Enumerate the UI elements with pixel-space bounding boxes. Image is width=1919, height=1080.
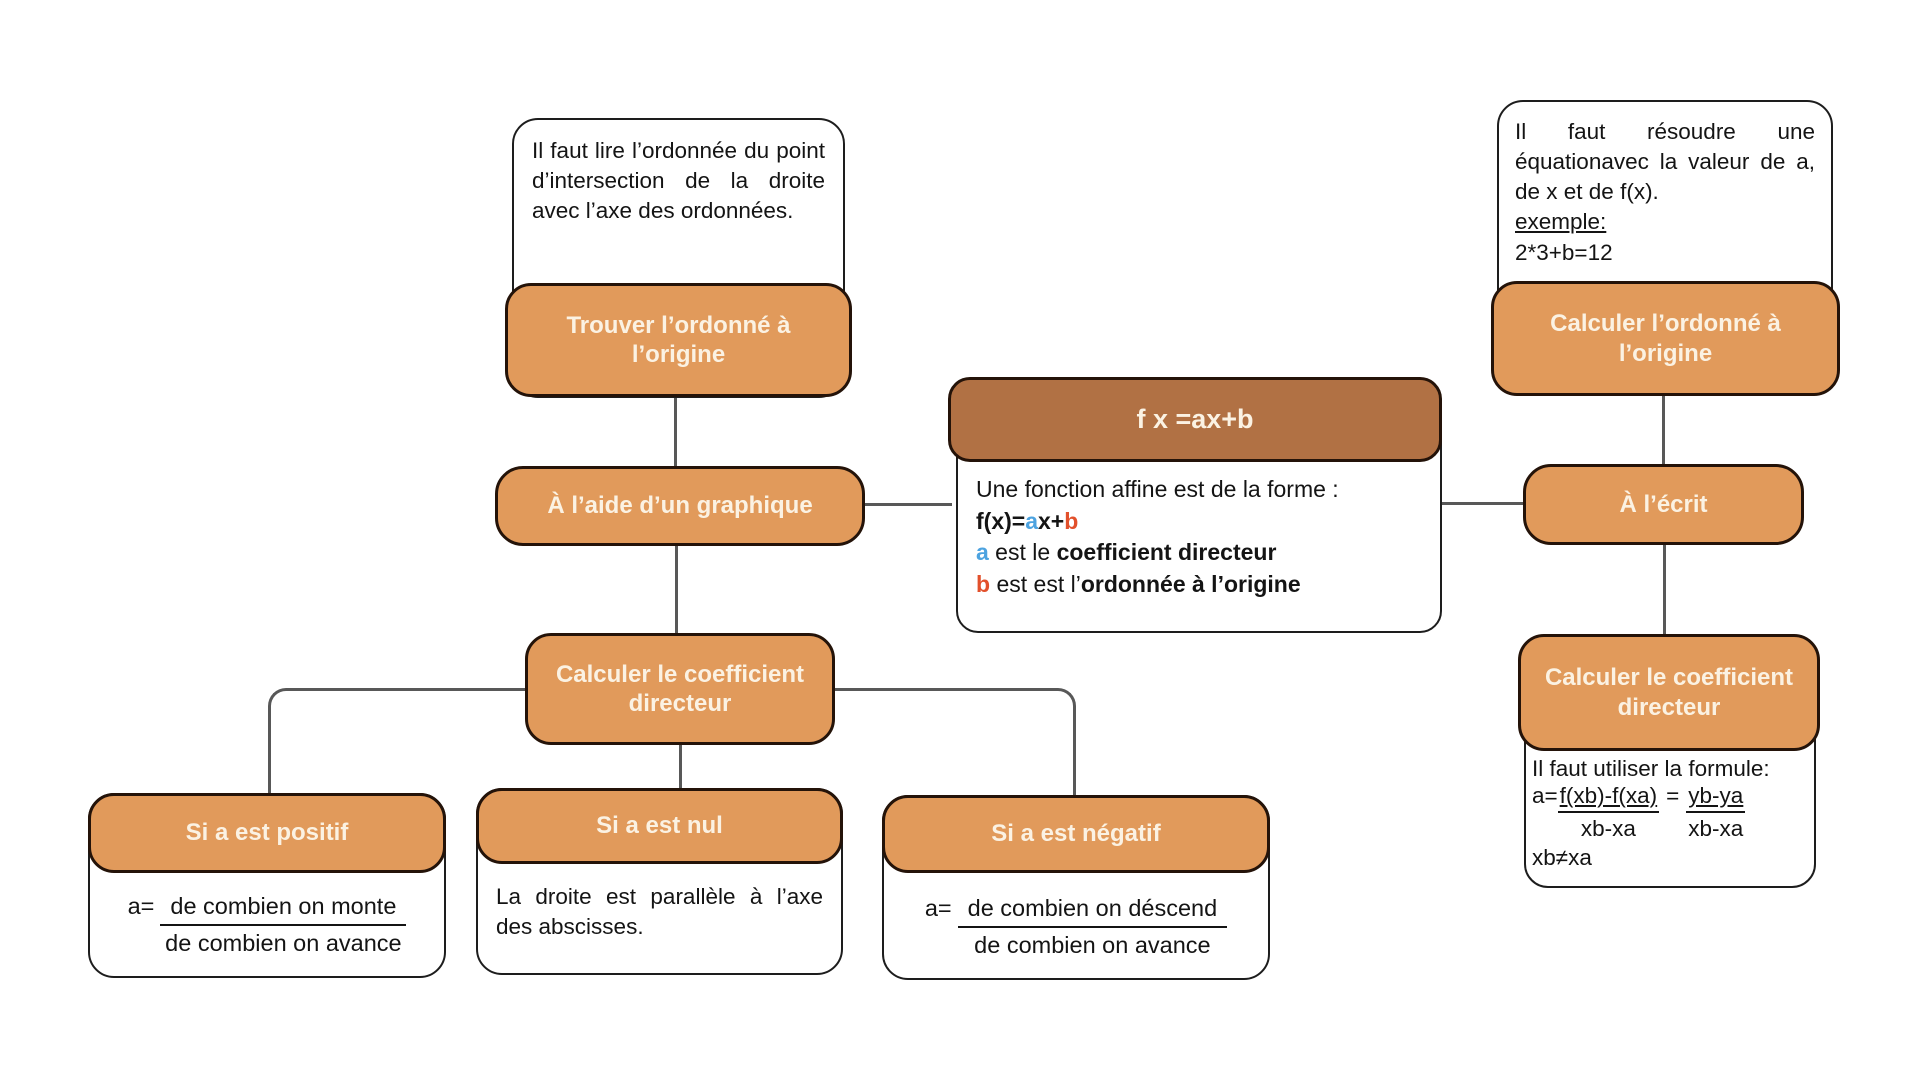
negatif-label-text: Si a est négatif xyxy=(991,820,1161,848)
coeffecrit-condition: xb≠xa xyxy=(1532,845,1592,871)
node-graphique: À l’aide d’un graphique xyxy=(495,466,865,546)
connector-coeffgraph-nul xyxy=(679,743,682,790)
node-coeffecrit-label: Calculer le coefficient directeur xyxy=(1518,634,1820,751)
node-calcord-label: Calculer l’ordonné à l’origine xyxy=(1491,281,1840,396)
coeffecrit-frac1: f(xb)-f(xa)xb-xa xyxy=(1557,783,1660,842)
connector-ecrit-coeffecrit xyxy=(1663,543,1666,637)
node-nul-label: Si a est nul xyxy=(476,788,843,864)
root-line-a: a est le coefficient directeur xyxy=(976,539,1277,566)
connector-coeffgraph-positif xyxy=(268,688,526,794)
calcord-label-text: Calculer l’ordonné à l’origine xyxy=(1550,310,1781,367)
nul-label-text: Si a est nul xyxy=(596,812,723,840)
node-positif-label: Si a est positif xyxy=(88,793,446,873)
coeffecrit-intro: Il faut utiliser la formule: xyxy=(1532,756,1770,781)
node-trouver-label: Trouver l’ordonné à l’origine xyxy=(505,283,852,397)
node-negatif-label: Si a est négatif xyxy=(882,795,1270,873)
root-formula: f(x)=ax+b xyxy=(976,507,1079,534)
node-ecrit: À l’écrit xyxy=(1523,464,1804,545)
graphique-label-text: À l’aide d’un graphique xyxy=(547,492,813,520)
trouver-label-text: Trouver l’ordonné à l’origine xyxy=(566,311,791,368)
coeffecrit-prefix: a= xyxy=(1532,783,1558,808)
calcord-example-label: exemple: xyxy=(1515,209,1607,235)
negatif-prefix: a= xyxy=(924,895,952,921)
positif-prefix: a= xyxy=(127,893,155,919)
trouver-note: Il faut lire l’ordonnée du point d’inter… xyxy=(532,138,825,224)
root-intro: Une fonction affine est de la forme : xyxy=(976,476,1339,502)
ecrit-label-text: À l’écrit xyxy=(1619,490,1708,518)
connector-graphique-root xyxy=(863,503,952,506)
calcord-example: 2*3+b=12 xyxy=(1515,239,1613,265)
coeffecrit-equals: = xyxy=(1666,783,1680,808)
node-root-title: f x =ax+b xyxy=(948,377,1442,462)
positif-label-text: Si a est positif xyxy=(185,819,349,847)
connector-graphique-coeffgraph xyxy=(675,545,678,635)
connector-root-ecrit xyxy=(1440,502,1526,505)
connector-calcord-ecrit xyxy=(1662,394,1665,466)
node-coeffgraph: Calculer le coefficient directeur xyxy=(525,633,835,745)
coeffecrit-label-text: Calculer le coefficient directeur xyxy=(1544,664,1794,721)
connector-trouver-graphique xyxy=(674,396,677,468)
coeffgraph-label-text: Calculer le coefficient directeur xyxy=(555,660,805,717)
calcord-note: Il faut résoudre une équationavec la val… xyxy=(1515,119,1815,205)
root-line-b: b est est l’ordonnée à l’origine xyxy=(976,571,1301,598)
root-title-text: f x =ax+b xyxy=(1136,404,1254,434)
nul-note: La droite est parallèle à l’axe des absc… xyxy=(496,884,823,940)
connector-coeffgraph-negatif xyxy=(835,688,1076,796)
